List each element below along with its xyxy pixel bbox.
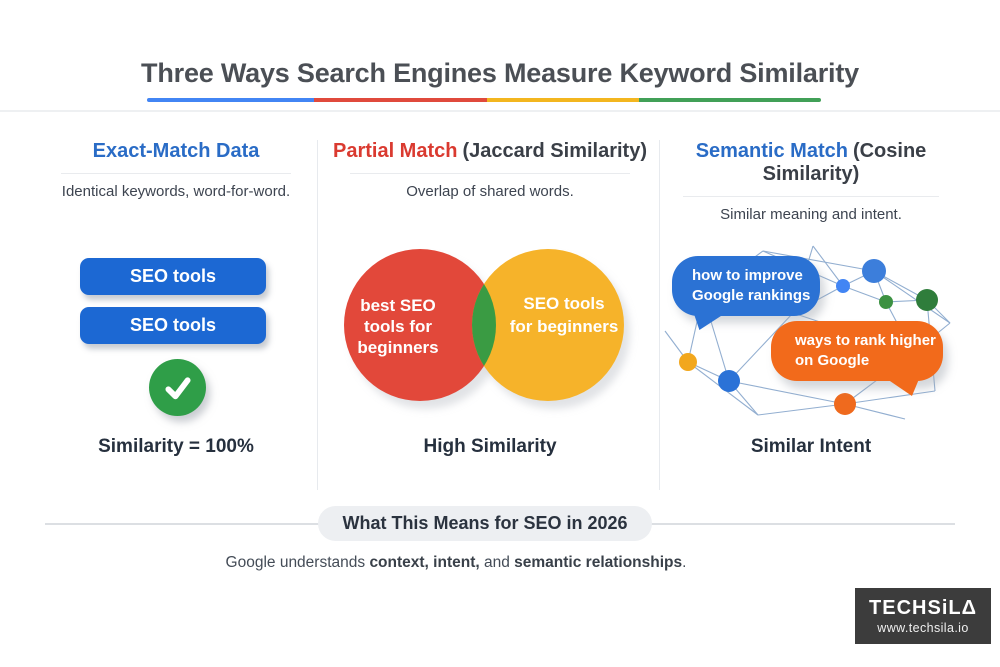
brand-logo-text: TECHSiLΔ — [869, 596, 977, 619]
partial-match-heading-suffix: (Jaccard Similarity) — [462, 140, 647, 162]
semantic-match-heading-rule — [683, 196, 939, 197]
checkmark-glyph — [164, 376, 191, 399]
footer-pill: What This Means for SEO in 2026 — [318, 506, 652, 541]
speech-bubble-orange-text: ways to rank higher on Google — [795, 332, 936, 369]
underline-segment-blue — [147, 98, 314, 102]
sentence-part-2: context, intent, — [369, 554, 480, 571]
sentence-part-4: semantic relationships — [514, 554, 683, 571]
header-divider — [0, 110, 1000, 112]
partial-match-heading-rule — [350, 173, 630, 174]
network-node-blue-top — [862, 259, 886, 283]
column-semantic-match: Semantic Match(Cosine Similarity) Simila… — [664, 140, 958, 223]
partial-match-result: High Similarity — [423, 436, 557, 457]
partial-match-heading-main: Partial Match — [332, 140, 458, 162]
network-node-green-large — [916, 289, 938, 311]
column-divider-2 — [659, 140, 660, 490]
semantic-match-heading: Semantic Match(Cosine Similarity) — [664, 140, 958, 186]
network-node-blue-small — [836, 279, 850, 293]
semantic-match-subtitle: Similar meaning and intent. — [720, 206, 902, 223]
column-divider-1 — [317, 140, 318, 490]
venn-right-label-line1: SEO tools — [523, 294, 604, 313]
seo-tools-pill-2: SEO tools — [80, 307, 266, 344]
network-node-yellow — [679, 353, 697, 371]
footer-sentence: Google understands context, intent, and … — [0, 554, 912, 572]
exact-match-heading: Exact-Match Data — [92, 140, 260, 162]
brand-badge: TECHSiLΔ www.techsila.io — [855, 588, 991, 644]
speech-bubble-orange: ways to rank higher on Google — [771, 321, 943, 381]
venn-red-circle — [344, 249, 496, 401]
exact-match-heading-rule — [61, 173, 291, 174]
brand-url: www.techsila.io — [877, 620, 969, 635]
venn-yellow-circle — [472, 249, 624, 401]
venn-right-label-line2: for beginners — [510, 317, 619, 336]
underline-segment-yellow — [487, 98, 639, 102]
sentence-part-3: and — [479, 554, 515, 571]
partial-match-subtitle: Overlap of shared words. — [406, 183, 574, 200]
venn-left-label-line2: tools for — [364, 317, 432, 336]
venn-diagram: best SEO tools for beginners SEO tools f… — [344, 249, 630, 409]
column-exact-match: Exact-Match Data Identical keywords, wor… — [40, 140, 312, 200]
network-node-orange — [834, 393, 856, 415]
speech-bubble-blue: how to improve Google rankings — [672, 256, 820, 316]
sentence-part-5: . — [682, 554, 687, 571]
underline-segment-green — [639, 98, 821, 102]
venn-left-label-line3: beginners — [357, 338, 438, 357]
title-underline — [147, 98, 821, 102]
venn-left-label-line1: best SEO — [360, 296, 436, 315]
exact-match-result: Similarity = 100% — [98, 436, 254, 457]
exact-match-subtitle: Identical keywords, word-for-word. — [61, 183, 291, 200]
sentence-part-1: Google understands — [225, 554, 370, 571]
underline-segment-red — [314, 98, 487, 102]
semantic-match-heading-main: Semantic Match — [695, 140, 848, 162]
network-node-blue-bottom — [718, 370, 740, 392]
speech-bubble-blue-text: how to improve Google rankings — [692, 267, 811, 304]
seo-tools-pill-1: SEO tools — [80, 258, 266, 295]
partial-match-heading: Partial Match(Jaccard Similarity) — [327, 140, 653, 163]
checkmark-icon — [149, 359, 206, 416]
column-partial-match: Partial Match(Jaccard Similarity) Overla… — [327, 140, 653, 200]
semantic-match-result: Similar Intent — [750, 436, 872, 457]
semantic-match-heading-suffix: (Cosine Similarity) — [762, 140, 927, 185]
page-title: Three Ways Search Engines Measure Keywor… — [141, 58, 859, 88]
network-node-green-small — [879, 295, 893, 309]
